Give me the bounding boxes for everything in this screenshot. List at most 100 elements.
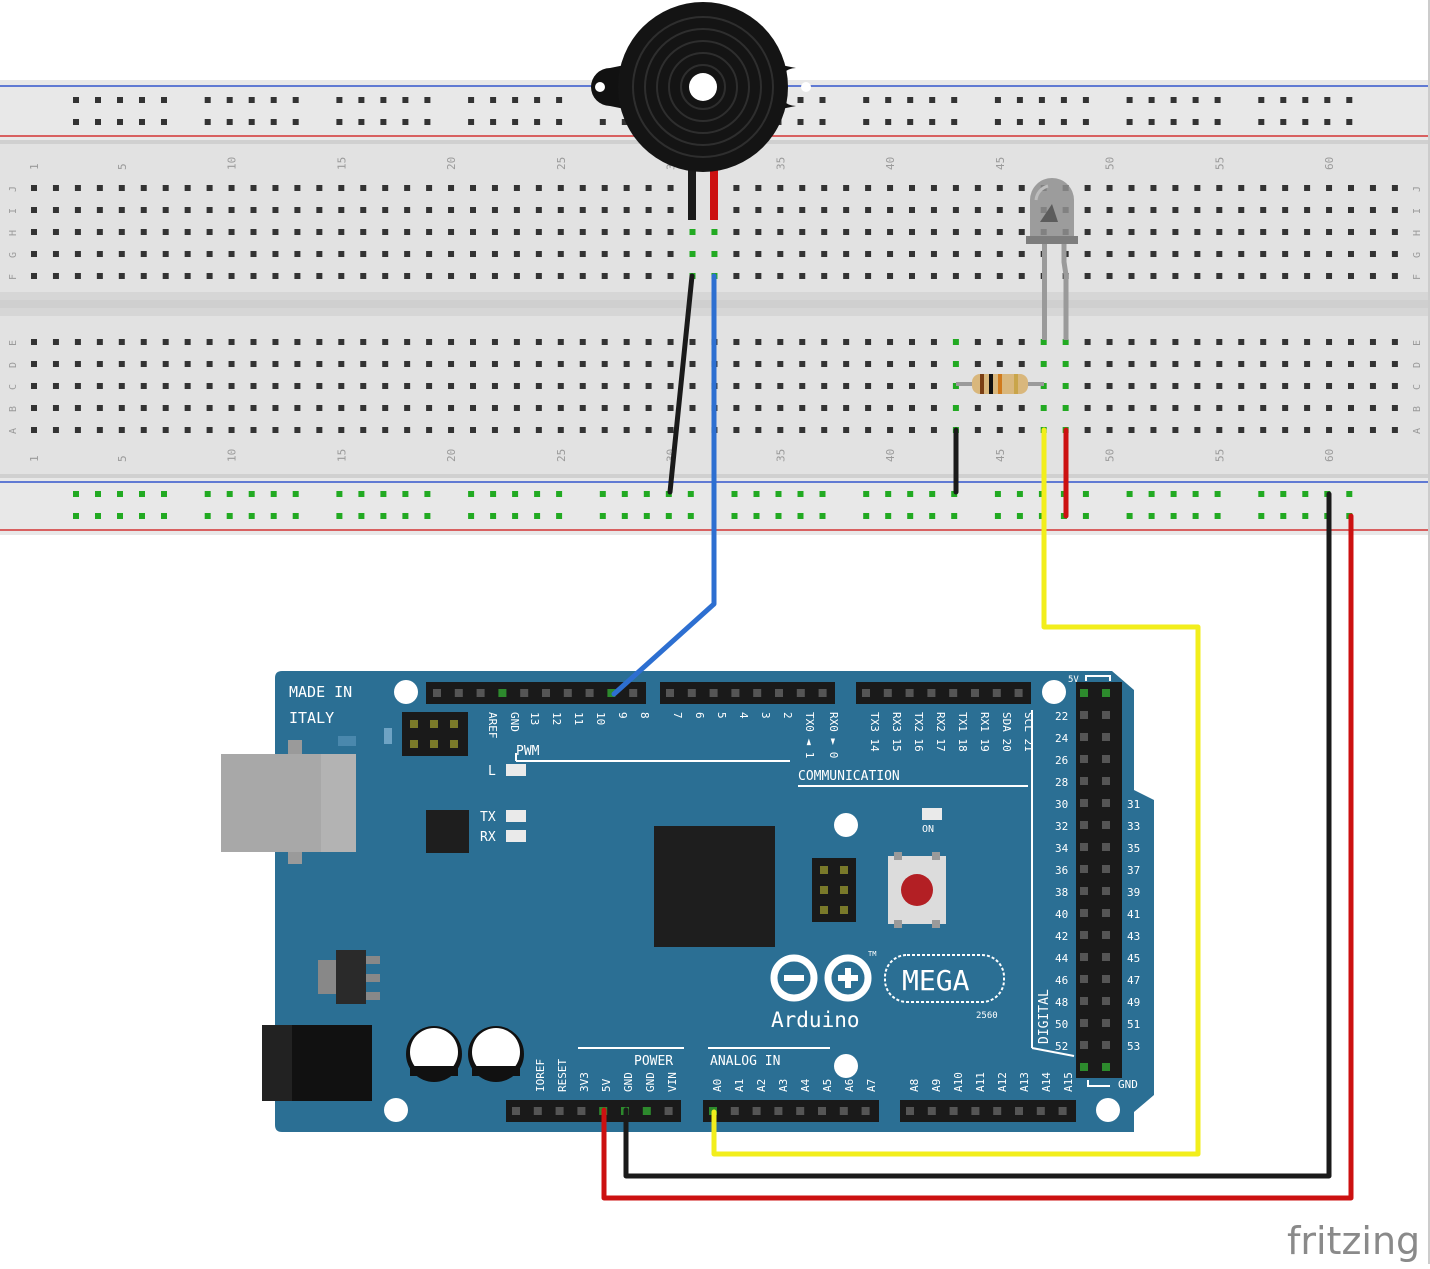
breadboard-hole xyxy=(689,405,696,411)
header-pin xyxy=(666,689,674,697)
breadboard-hole xyxy=(513,207,520,213)
breadboard-hole xyxy=(1304,273,1311,279)
led-leg-cathode xyxy=(1042,240,1047,340)
breadboard-hole xyxy=(206,405,213,411)
pin-label: RX3 15 xyxy=(890,712,903,752)
breadboard-hole xyxy=(1238,229,1245,235)
breadboard-hole xyxy=(930,185,937,191)
pin-label: 52 xyxy=(1055,1040,1068,1053)
breadboard-hole xyxy=(777,273,784,279)
usb-connector-shade xyxy=(221,754,321,852)
breadboard-hole xyxy=(338,207,345,213)
rail-hole xyxy=(863,97,870,103)
pin-label: 34 xyxy=(1055,842,1069,855)
digital-line-end xyxy=(1031,1047,1075,1057)
rail-hole xyxy=(1148,119,1155,125)
breadboard-hole xyxy=(426,185,433,191)
mounting-hole xyxy=(394,680,418,704)
rail-hole xyxy=(1346,119,1353,125)
breadboard-hole xyxy=(974,361,981,367)
pin-label: 46 xyxy=(1055,974,1068,987)
digital-label: DIGITAL xyxy=(1037,989,1052,1044)
breadboard-hole xyxy=(228,185,235,191)
breadboard-hole xyxy=(1150,251,1157,257)
breadboard-hole xyxy=(887,185,894,191)
usb-tab xyxy=(288,740,302,754)
breadboard-hole xyxy=(250,361,257,367)
rail-hole xyxy=(95,513,101,519)
breadboard-hole xyxy=(1326,427,1333,433)
pin-label: TX1 18 xyxy=(956,712,969,752)
rail-hole xyxy=(424,119,431,125)
breadboard-hole xyxy=(162,339,169,345)
analog-header-low xyxy=(703,1100,879,1122)
breadboard-hole xyxy=(118,383,125,389)
breadboard-hole xyxy=(448,273,455,279)
rail-hole xyxy=(994,491,1001,497)
breadboard-hole xyxy=(1304,251,1311,257)
rail-hole xyxy=(336,513,343,519)
breadboard-hole xyxy=(843,185,850,191)
breadboard-hole xyxy=(338,339,345,345)
arduino-mega-board: MADE IN ITALY PWM L TX RX ON COMMUNICATI… xyxy=(221,671,1154,1132)
breadboard-hole xyxy=(96,185,103,191)
rail-hole xyxy=(1214,491,1221,497)
breadboard-hole xyxy=(491,229,498,235)
rail-hole xyxy=(161,491,167,497)
rail-hole xyxy=(1016,119,1023,125)
five-v-bracket xyxy=(1085,675,1111,681)
header-pin xyxy=(1080,865,1088,873)
breadboard-hole xyxy=(140,361,147,367)
breadboard-hole xyxy=(228,251,235,257)
breadboard-hole xyxy=(404,361,411,367)
reset-button-cap xyxy=(901,874,933,906)
breadboard-hole xyxy=(1106,339,1113,345)
breadboard-hole xyxy=(843,361,850,367)
rail-hole xyxy=(907,119,914,125)
rail-hole xyxy=(95,119,101,125)
rail-hole xyxy=(1170,97,1177,103)
breadboard-hole xyxy=(1128,273,1135,279)
header-pin xyxy=(818,1107,826,1115)
pin-label: TX2 16 xyxy=(912,712,925,752)
icsp-pin xyxy=(430,740,438,748)
breadboard-hole xyxy=(96,229,103,235)
reset-button-leg xyxy=(932,920,940,928)
breadboard-hole xyxy=(513,339,520,345)
header-pins xyxy=(433,689,1110,1115)
pin-label: 4 xyxy=(737,712,750,719)
breadboard-hole xyxy=(1238,207,1245,213)
breadboard-hole xyxy=(557,405,564,411)
header-pin xyxy=(533,1107,542,1115)
rail-hole xyxy=(534,97,541,103)
breadboard-hole xyxy=(1128,339,1135,345)
rail-hole xyxy=(1346,491,1353,497)
breadboard-hole xyxy=(1150,405,1157,411)
breadboard-hole xyxy=(930,339,937,345)
breadboard-hole xyxy=(1369,229,1376,235)
breadboard-hole xyxy=(1326,383,1333,389)
breadboard-hole xyxy=(1238,405,1245,411)
breadboard-hole xyxy=(426,383,433,389)
pin-label: 41 xyxy=(1127,908,1140,921)
rail-hole xyxy=(226,119,233,125)
row-letter: C xyxy=(8,384,19,390)
rail-hole xyxy=(512,513,519,519)
breadboard-hole xyxy=(909,185,915,191)
breadboard-hole xyxy=(31,361,37,367)
breadboard-hole xyxy=(118,405,125,411)
rail-hole xyxy=(819,119,826,125)
breadboard-hole xyxy=(1128,361,1135,367)
breadboard-hole xyxy=(404,273,411,279)
column-number: 60 xyxy=(1323,157,1336,170)
breadboard-hole xyxy=(755,185,762,191)
breadboard-hole xyxy=(909,405,915,411)
breadboard-hole xyxy=(1194,405,1201,411)
breadboard-hole xyxy=(667,383,674,389)
breadboard-hole xyxy=(382,383,389,389)
header-pin xyxy=(1102,1041,1110,1049)
header-pin xyxy=(1102,711,1110,719)
breadboard-hole xyxy=(118,339,125,345)
icsp-pins xyxy=(410,720,458,748)
